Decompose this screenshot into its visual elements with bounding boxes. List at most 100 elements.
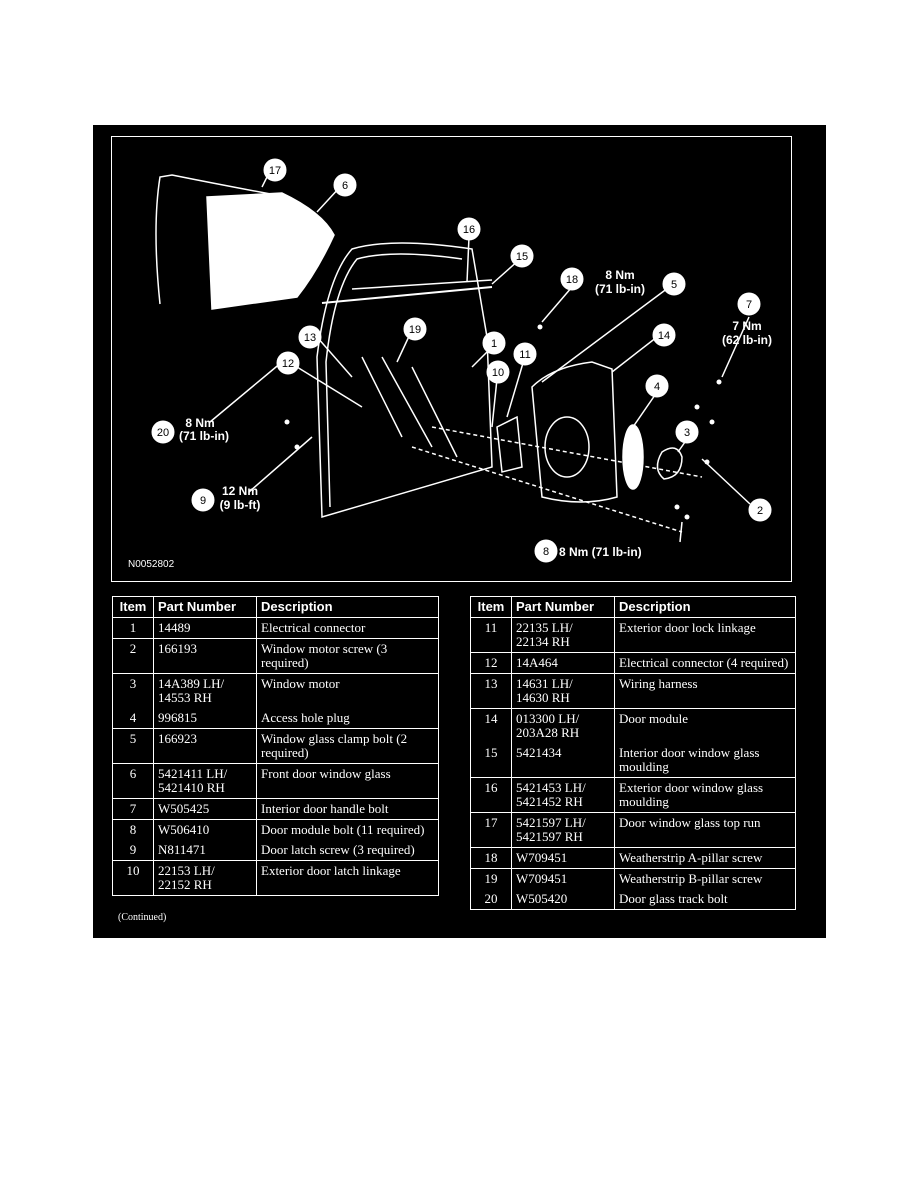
leader-12	[296, 366, 363, 408]
header-description: Description	[256, 596, 439, 618]
cell-description: Door window glass top run	[614, 812, 796, 848]
cell-part-number: 5421434	[511, 743, 615, 778]
door-illustration: 17 6 16 15 18 5 7 14 13 19 1 11 12 10 4 …	[128, 158, 772, 570]
cell-part-number: 5421411 LH/ 5421410 RH	[153, 763, 257, 799]
torque-5-lbin: (71 lb-in)	[595, 282, 645, 296]
cell-description: Window motor screw (3 required)	[256, 638, 439, 674]
door-module-shape	[531, 361, 618, 503]
callout-14: 14	[652, 323, 676, 347]
cell-part-number: W505420	[511, 889, 615, 910]
callout-7: 7	[737, 292, 761, 316]
leader-2-dash	[431, 426, 703, 478]
window-motor-shape	[656, 447, 683, 480]
cell-description: Electrical connector (4 required)	[614, 652, 796, 674]
bolt-7c	[709, 419, 715, 425]
callout-5: 5	[662, 272, 686, 296]
cell-part-number: W709451	[511, 868, 615, 889]
callout-3: 3	[675, 420, 699, 444]
torque-5-nm: 8 Nm	[605, 268, 634, 282]
bolt-18	[537, 324, 543, 330]
svg-text:17: 17	[269, 165, 281, 177]
bolt-20	[284, 419, 290, 425]
cell-description: Wiring harness	[614, 673, 796, 709]
leader-20	[209, 361, 283, 423]
leader-7	[721, 316, 750, 378]
svg-text:6: 6	[342, 180, 348, 192]
door-latch-shape	[496, 415, 523, 473]
callout-17: 17	[263, 158, 287, 182]
torque-9-nm: 12 Nm	[222, 484, 258, 498]
cell-item: 10	[112, 860, 154, 896]
cell-part-number: 996815	[153, 708, 257, 729]
cell-part-number: W709451	[511, 847, 615, 869]
door-module-opening	[544, 416, 590, 478]
header-item: Item	[470, 596, 512, 618]
svg-text:16: 16	[463, 224, 475, 236]
cell-part-number: 166193	[153, 638, 257, 674]
svg-text:19: 19	[409, 324, 421, 336]
cell-part-number: 22153 LH/ 22152 RH	[153, 860, 257, 896]
svg-text:8: 8	[543, 546, 549, 558]
cell-description: Electrical connector	[256, 617, 439, 639]
cell-description: Interior door window glass moulding	[614, 743, 796, 778]
leader-3	[677, 441, 686, 453]
bolt-7a	[716, 379, 722, 385]
cell-item: 13	[470, 673, 512, 709]
leader-13	[316, 336, 353, 378]
callout-19: 19	[403, 317, 427, 341]
cell-description: Door module	[614, 708, 796, 743]
header-item: Item	[112, 596, 154, 618]
cell-item: 4	[112, 708, 154, 729]
cell-item: 7	[112, 798, 154, 820]
torque-8: 8 Nm (71 lb-in)	[559, 545, 642, 559]
cell-item: 14	[470, 708, 512, 743]
svg-text:18: 18	[566, 274, 578, 286]
bolt-9	[294, 444, 300, 450]
cell-part-number: 013300 LH/ 203A28 RH	[511, 708, 615, 743]
callout-15: 15	[510, 244, 534, 268]
cell-item: 11	[470, 617, 512, 653]
leader-10	[491, 378, 498, 428]
cell-description: Weatherstrip B-pillar screw	[614, 868, 796, 889]
cell-description: Window glass clamp bolt (2 required)	[256, 728, 439, 764]
cell-part-number: 14489	[153, 617, 257, 639]
table-header-row: Item Part Number Description	[112, 596, 439, 618]
cell-item: 5	[112, 728, 154, 764]
cell-description: Exterior door window glass moulding	[614, 777, 796, 813]
torque-7-lbin: (62 lb-in)	[722, 333, 772, 347]
cell-item: 1	[112, 617, 154, 639]
cell-part-number: N811471	[153, 840, 257, 861]
cell-part-number: 14A464	[511, 652, 615, 674]
cell-part-number: 166923	[153, 728, 257, 764]
cell-item: 16	[470, 777, 512, 813]
cell-description: Exterior door latch linkage	[256, 860, 439, 896]
moulding-16-shape	[351, 279, 493, 290]
callout-1: 1	[482, 331, 506, 355]
svg-text:5: 5	[671, 279, 677, 291]
svg-text:13: 13	[304, 332, 316, 344]
header-part-number: Part Number	[511, 596, 615, 618]
cell-description: Exterior door lock linkage	[614, 617, 796, 653]
header-description: Description	[614, 596, 796, 618]
svg-text:14: 14	[658, 330, 670, 342]
callout-20: 20	[151, 420, 175, 444]
bolt-8a	[684, 514, 690, 520]
svg-text:15: 15	[516, 251, 528, 263]
leader-16	[466, 236, 470, 283]
moulding-15-shape	[321, 286, 493, 304]
door-frame-shape	[316, 242, 493, 518]
callout-12: 12	[276, 351, 300, 375]
window-glass-shape	[206, 192, 335, 310]
svg-text:9: 9	[200, 495, 206, 507]
